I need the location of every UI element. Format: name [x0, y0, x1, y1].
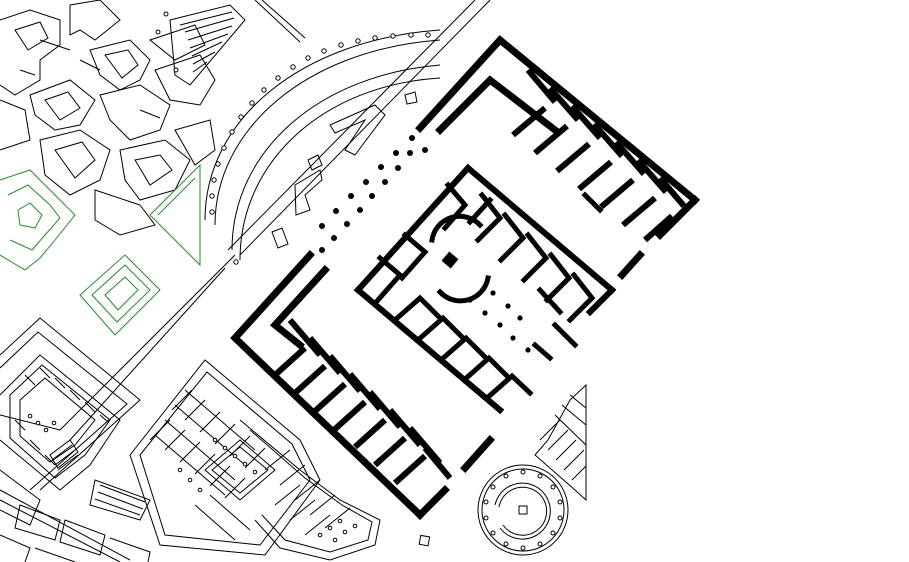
- inner-wall: [435, 75, 560, 135]
- outer-wall: [415, 35, 700, 205]
- colonnade-columns: [209, 32, 431, 265]
- garden-beds: [0, 163, 201, 336]
- rotunda-altar: [441, 251, 459, 269]
- temple-columns: [483, 469, 563, 551]
- northeast-piers: [511, 68, 687, 243]
- courtyard-cells: [374, 181, 596, 402]
- northwest-building-block: [0, 0, 216, 236]
- rotunda-apse: [429, 213, 484, 243]
- round-temple: [477, 464, 569, 556]
- plaza-monuments: [271, 104, 386, 249]
- southwest-residential-block: [0, 354, 121, 491]
- entrance-colonnade: [319, 135, 428, 253]
- central-courtyard: [353, 163, 617, 415]
- stepped-structure: [155, 4, 246, 86]
- curved-colonnade: [204, 29, 441, 265]
- east-building-block: [534, 383, 587, 502]
- southwest-piers: [272, 318, 453, 486]
- south-street-blocks: [0, 469, 151, 562]
- southeast-block: [239, 419, 431, 561]
- north-wall-segment: [254, 0, 306, 43]
- main-basilica-complex: [230, 35, 700, 520]
